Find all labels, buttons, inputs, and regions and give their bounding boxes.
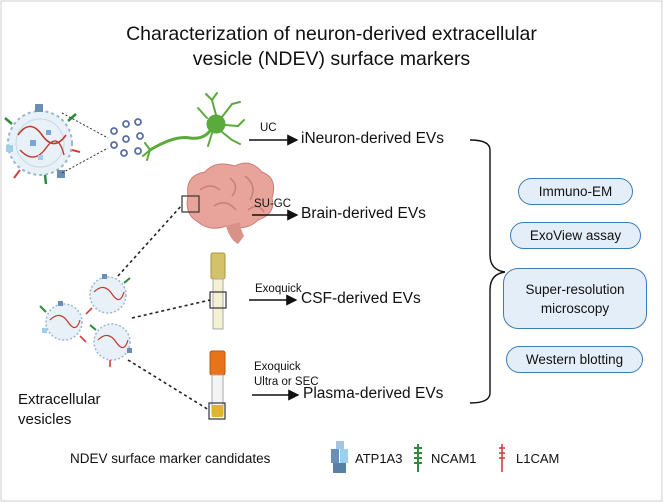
plasma-tube-icon xyxy=(208,350,226,420)
legend-atp1a3: ATP1A3 xyxy=(355,451,403,466)
large-ev-icon xyxy=(4,104,81,185)
assay-exoview: ExoView assay xyxy=(510,222,641,249)
assay-super-resolution-label-2: microscopy xyxy=(540,300,610,316)
connector-plasma xyxy=(127,359,210,411)
title-line-2: vesicle (NDEV) surface markers xyxy=(192,48,471,70)
label-plasma-evs: Plasma-derived EVs xyxy=(303,385,444,402)
connector-brain xyxy=(117,204,183,277)
ev-cluster-icon xyxy=(39,274,132,367)
method-su-gc: SU-GC xyxy=(254,198,292,210)
assay-immuno-em-label: Immuno-EM xyxy=(538,184,613,199)
ev-label-line-2: vesicles xyxy=(18,411,72,428)
zoom-line-upper xyxy=(61,112,109,139)
method-uc: UC xyxy=(260,122,277,134)
l1cam-icon xyxy=(499,444,505,472)
ncam1-icon xyxy=(414,444,422,472)
brain-icon xyxy=(181,162,275,244)
assay-western-blotting-label: Western blotting xyxy=(525,352,624,367)
ev-label-line-1: Extracellular xyxy=(18,391,101,408)
title-line-1: Characterization of neuron-derived extra… xyxy=(126,23,537,45)
method-exoquick-ultra-1: Exoquick xyxy=(254,361,301,373)
csf-tube-icon xyxy=(209,252,227,330)
assay-western-blotting: Western blotting xyxy=(506,346,643,373)
small-vesicles-icon xyxy=(110,118,144,157)
assay-exoview-label: ExoView assay xyxy=(529,228,622,243)
label-ineuron-evs: iNeuron-derived EVs xyxy=(301,130,445,147)
neuron-icon xyxy=(142,92,245,161)
zoom-line-lower xyxy=(61,147,109,174)
method-exoquick: Exoquick xyxy=(255,283,302,295)
label-brain-evs: Brain-derived EVs xyxy=(301,205,426,222)
legend-l1cam: L1CAM xyxy=(516,451,560,466)
assay-immuno-em: Immuno-EM xyxy=(518,178,633,205)
legend-title: NDEV surface marker candidates xyxy=(70,451,271,466)
grouping-brace xyxy=(469,139,506,404)
assay-super-resolution-label-1: Super-resolution xyxy=(525,281,625,297)
connector-csf xyxy=(131,299,211,319)
label-csf-evs: CSF-derived EVs xyxy=(301,290,421,307)
atp1a3-icon xyxy=(331,441,348,473)
assay-super-resolution: Super-resolution microscopy xyxy=(503,268,647,329)
method-exoquick-ultra-2: Ultra or SEC xyxy=(254,376,319,388)
legend-ncam1: NCAM1 xyxy=(431,451,477,466)
